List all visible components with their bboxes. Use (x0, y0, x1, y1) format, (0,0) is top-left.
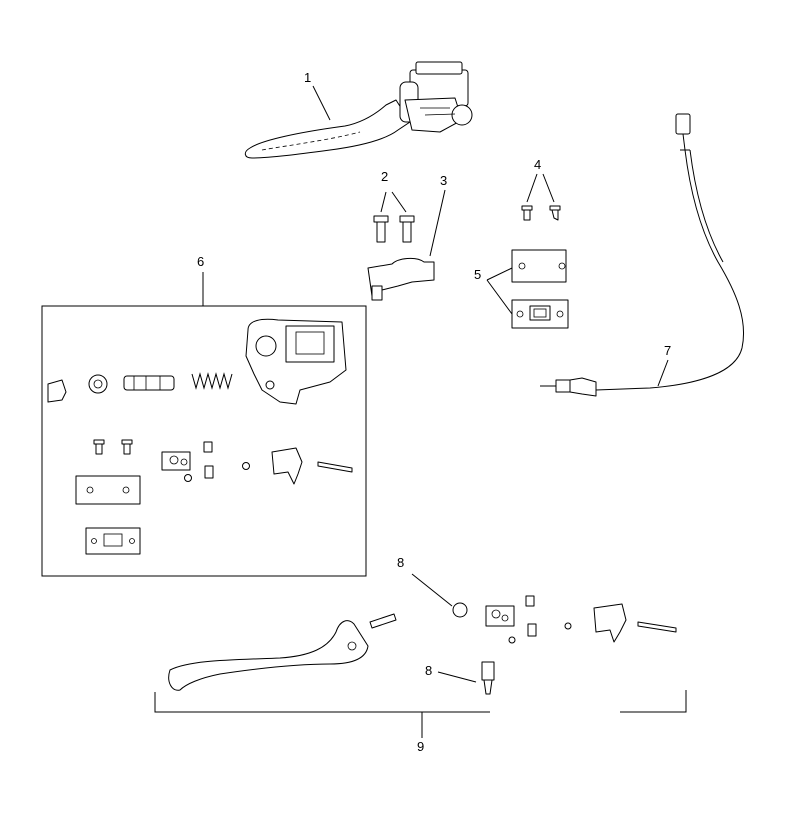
screws-pair (373, 191, 415, 243)
callout-1: 1 (304, 70, 312, 85)
callout-9: 9 (417, 739, 425, 754)
callout-2: 2 (381, 169, 389, 184)
callout-6: 6 (197, 254, 205, 269)
master-cylinder-kit-box (41, 272, 367, 577)
callout-4: 4 (534, 157, 542, 172)
brake-lever-kit (154, 573, 687, 738)
callout-5: 5 (474, 267, 482, 282)
callout-8b: 8 (425, 663, 433, 678)
leader-1 (312, 85, 331, 121)
brake-switch-cable (540, 113, 745, 397)
clamp-bracket (367, 189, 446, 301)
callout-3: 3 (440, 173, 448, 188)
callout-7: 7 (664, 343, 672, 358)
reservoir-cover-and-diaphragm (486, 249, 569, 329)
small-screws (521, 173, 561, 221)
callout-8a: 8 (397, 555, 405, 570)
master-cylinder-assembly (244, 61, 473, 159)
